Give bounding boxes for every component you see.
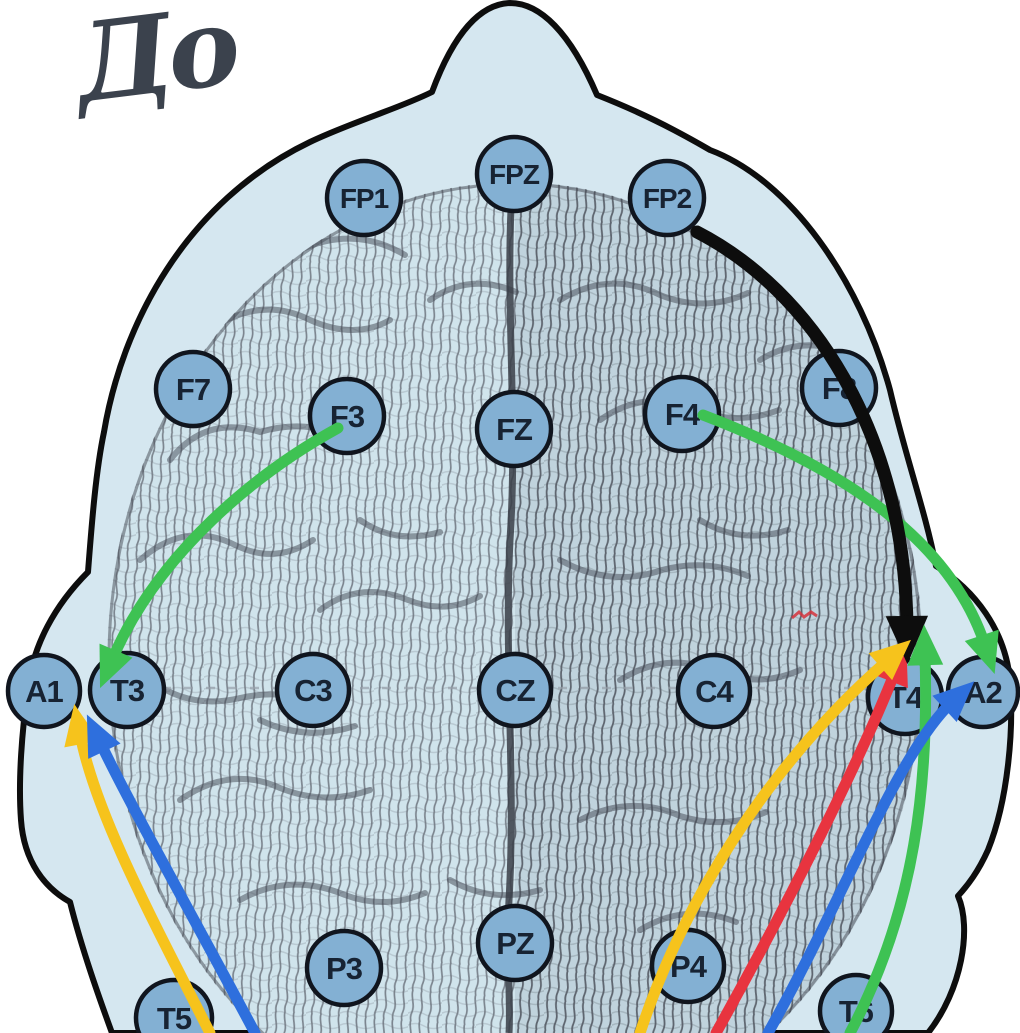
arrow-fp2-to-t4-black	[690, 225, 929, 665]
electrode-p4: P4	[649, 927, 727, 1005]
svg-text:T3: T3	[110, 673, 145, 708]
electrode-fp2: FP2	[627, 158, 707, 238]
electrode-cz: CZ	[476, 651, 554, 729]
electrode-a2: A2	[945, 654, 1020, 730]
electrode-c4: C4	[675, 652, 753, 730]
arrow-f3-to-t3	[99, 422, 344, 689]
electrode-f4: F4	[642, 374, 722, 454]
arrow-bottom-to-t4-yellow	[634, 639, 911, 1033]
svg-text:P4: P4	[670, 949, 708, 984]
svg-text:C3: C3	[294, 673, 332, 708]
svg-text:FZ: FZ	[496, 412, 533, 447]
arrow-bottom-to-a1-yellow	[64, 704, 216, 1033]
svg-text:P3: P3	[326, 951, 363, 986]
svg-text:PZ: PZ	[496, 926, 535, 961]
electrode-pz: PZ	[475, 903, 555, 983]
electrode-t3: T3	[87, 650, 167, 730]
svg-text:C4: C4	[695, 674, 734, 709]
svg-text:FP2: FP2	[643, 183, 692, 214]
electrode-c3: C3	[274, 651, 352, 729]
electrode-fp1: FP1	[324, 158, 404, 238]
svg-text:A1: A1	[25, 674, 63, 709]
arrow-bottom-to-a1-blue	[86, 714, 261, 1033]
red-scribble-mark	[791, 609, 818, 620]
electrode-fz: FZ	[474, 389, 554, 469]
svg-text:FP1: FP1	[340, 183, 389, 214]
arrow-layer	[64, 225, 999, 1033]
svg-text:FPZ: FPZ	[489, 159, 540, 190]
electrode-a1: A1	[5, 652, 83, 730]
svg-text:F7: F7	[176, 372, 210, 407]
electrode-f7: F7	[153, 349, 233, 429]
arrow-bottom-to-a2-blue	[762, 681, 975, 1033]
arrow-bottom-to-t4-green	[844, 624, 944, 1033]
arrow-f4-to-a2	[697, 409, 999, 674]
svg-text:F4: F4	[665, 397, 701, 432]
electrode-p3: P3	[304, 928, 384, 1008]
svg-text:T5: T5	[157, 1001, 192, 1033]
svg-text:A2: A2	[964, 675, 1002, 710]
electrode-fpz: FPZ	[474, 134, 554, 214]
arrow-bottom-to-t4-red	[710, 643, 908, 1033]
svg-text:CZ: CZ	[495, 673, 535, 708]
